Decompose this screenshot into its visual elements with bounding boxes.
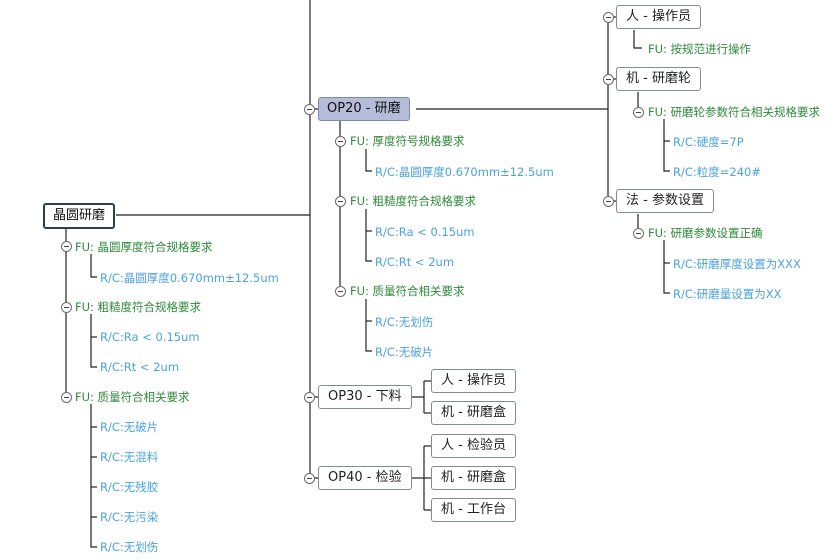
rc-no-scratch[interactable]: R/C:无划伤 (100, 540, 159, 554)
op40-inspector-topic[interactable]: 人 - 检验员 (431, 434, 516, 458)
collapse-toggle-icon[interactable] (603, 196, 614, 207)
op30-topic[interactable]: OP30 - 下料 (318, 385, 412, 409)
fu-quality[interactable]: FU: 质量符合相关要求 (75, 390, 190, 404)
rc-hardness[interactable]: R/C:硬度=7P (673, 135, 744, 149)
fu-param-correct[interactable]: FU: 研磨参数设置正确 (648, 226, 763, 240)
fu-roughness[interactable]: FU: 粗糙度符合规格要求 (75, 300, 202, 314)
collapse-toggle-icon[interactable] (61, 392, 72, 403)
collapse-toggle-icon[interactable] (335, 136, 346, 147)
op30-operator-topic[interactable]: 人 - 操作员 (431, 369, 516, 393)
op20-topic[interactable]: OP20 - 研磨 (318, 97, 410, 121)
collapse-toggle-icon[interactable] (335, 196, 346, 207)
collapse-toggle-icon[interactable] (304, 104, 315, 115)
fu-op20-thickness[interactable]: FU: 厚度符号规格要求 (350, 134, 465, 148)
collapse-toggle-icon[interactable] (304, 473, 315, 484)
fu-op20-roughness[interactable]: FU: 粗糙度符合规格要求 (350, 194, 477, 208)
op40-grinding-box-topic[interactable]: 机 - 研磨盒 (431, 466, 516, 490)
collapse-toggle-icon[interactable] (335, 286, 346, 297)
fu-wheel-params[interactable]: FU: 研磨轮参数符合相关规格要求 (648, 105, 821, 119)
rc-thickness-setting[interactable]: R/C:研磨厚度设置为XXX (673, 257, 801, 271)
op40-workbench-topic[interactable]: 机 - 工作台 (431, 498, 516, 522)
man-operator-topic[interactable]: 人 - 操作员 (616, 5, 701, 29)
rc-op20-thickness[interactable]: R/C:晶圆厚度0.670mm±12.5um (375, 165, 554, 179)
collapse-toggle-icon[interactable] (61, 302, 72, 313)
rc-no-mix[interactable]: R/C:无混料 (100, 450, 159, 464)
collapse-toggle-icon[interactable] (633, 107, 644, 118)
machine-grinding-wheel-topic[interactable]: 机 - 研磨轮 (616, 67, 701, 91)
fu-wafer-thickness[interactable]: FU: 晶圆厚度符合规格要求 (75, 240, 213, 254)
root-topic[interactable]: 晶圆研磨 (43, 203, 116, 229)
rc-op20-no-break[interactable]: R/C:无破片 (375, 345, 434, 359)
rc-no-residue[interactable]: R/C:无残胶 (100, 480, 159, 494)
rc-op20-ra[interactable]: R/C:Ra < 0.15um (375, 225, 475, 239)
collapse-toggle-icon[interactable] (603, 12, 614, 23)
method-param-setting-topic[interactable]: 法 - 参数设置 (616, 189, 714, 213)
rc-ra[interactable]: R/C:Ra < 0.15um (100, 330, 200, 344)
rc-no-contamination[interactable]: R/C:无污染 (100, 510, 159, 524)
rc-op20-no-scratch[interactable]: R/C:无划伤 (375, 315, 434, 329)
fu-op20-quality[interactable]: FU: 质量符合相关要求 (350, 284, 465, 298)
rc-wafer-thickness[interactable]: R/C:晶圆厚度0.670mm±12.5um (100, 271, 279, 285)
rc-rt[interactable]: R/C:Rt < 2um (100, 360, 180, 374)
collapse-toggle-icon[interactable] (304, 392, 315, 403)
rc-no-break[interactable]: R/C:无破片 (100, 420, 159, 434)
rc-op20-rt[interactable]: R/C:Rt < 2um (375, 255, 455, 269)
collapse-toggle-icon[interactable] (61, 241, 72, 252)
op30-grinding-box-topic[interactable]: 机 - 研磨盒 (431, 401, 516, 425)
collapse-toggle-icon[interactable] (603, 74, 614, 85)
collapse-toggle-icon[interactable] (633, 228, 644, 239)
fu-operate-by-spec[interactable]: FU: 按规范进行操作 (648, 42, 752, 56)
rc-amount-setting[interactable]: R/C:研磨量设置为XX (673, 287, 782, 301)
rc-grit[interactable]: R/C:粒度=240# (673, 165, 761, 179)
op40-topic[interactable]: OP40 - 检验 (318, 466, 412, 490)
